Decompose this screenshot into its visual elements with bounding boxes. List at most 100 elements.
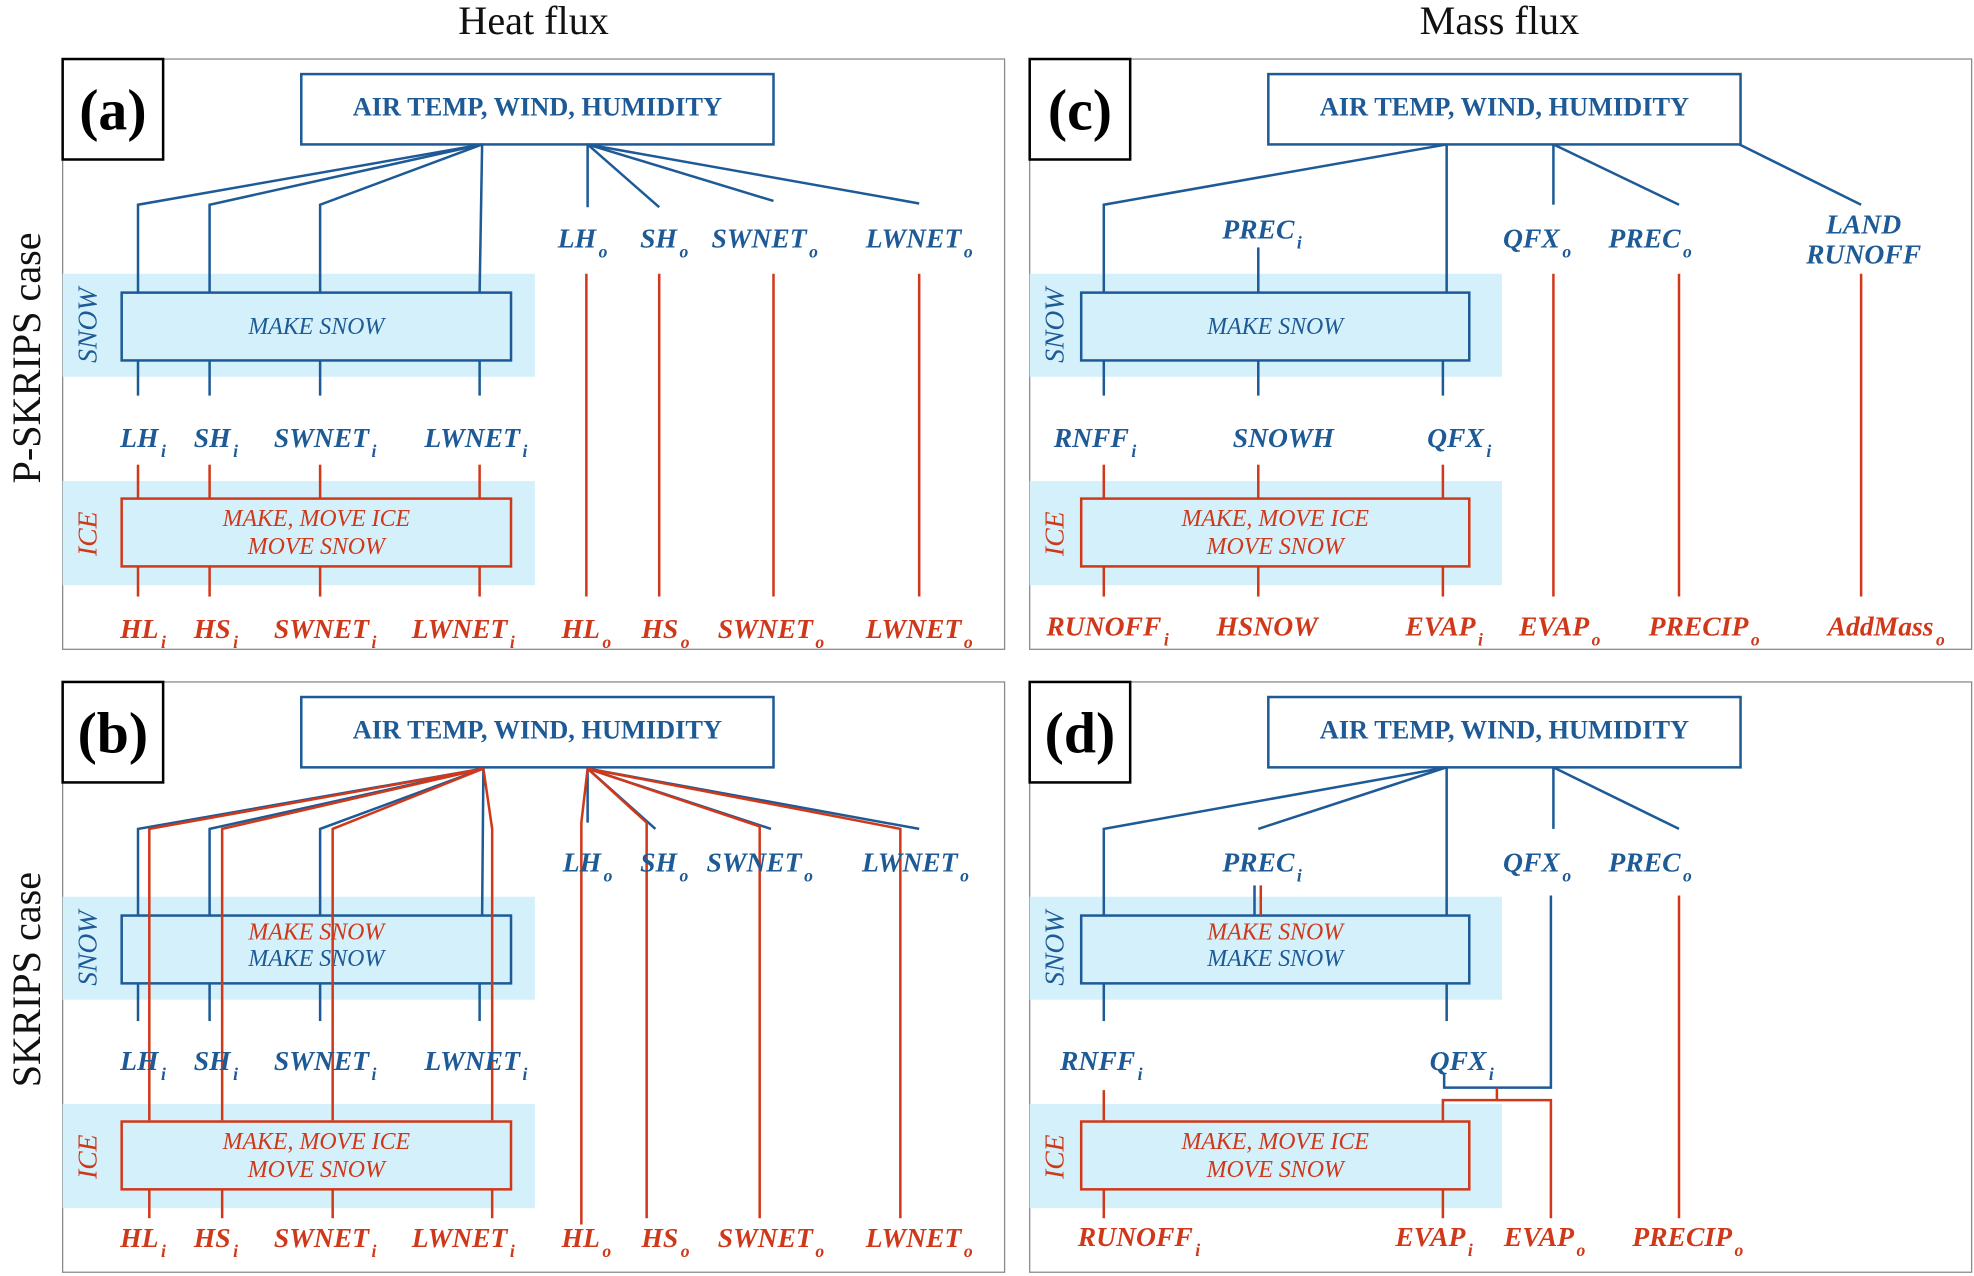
snow-layer-label: SNOW: [72, 285, 103, 363]
flux-line: [148, 767, 484, 1121]
ice-box: [120, 497, 513, 568]
panel-label-box: [61, 680, 165, 784]
flux-line: [587, 143, 920, 205]
ice-box-text: MAKE, MOVE ICE: [1180, 1129, 1369, 1155]
snow-box-text: MAKE SNOW: [1206, 314, 1345, 340]
variable-label: RUNOFF: [1805, 239, 1921, 270]
flux-line: [580, 768, 589, 1225]
ice-box: [120, 1120, 513, 1191]
ice-layer-label: ICE: [1039, 511, 1070, 557]
panel-label-box: [61, 57, 165, 161]
flux-line: [587, 143, 774, 203]
forcing-box: [1267, 72, 1742, 146]
ice-box-text: MOVE SNOW: [247, 1157, 387, 1183]
flux-line: [586, 767, 648, 1219]
ice-layer-label: ICE: [72, 1134, 103, 1180]
ice-layer-label: ICE: [1039, 1134, 1070, 1180]
flux-line: [136, 143, 483, 293]
make-snow-box: [120, 291, 513, 362]
forcing-label: AIR TEMP, WIND, HUMIDITY: [353, 93, 722, 122]
make-snow-box: [1079, 291, 1471, 362]
snow-box-text: MAKE SNOW: [247, 314, 386, 340]
panel-label: (a): [79, 79, 146, 142]
snow-box-text: MAKE SNOW: [1206, 919, 1345, 945]
forcing-box: [300, 72, 775, 146]
forcing-label: AIR TEMP, WIND, HUMIDITY: [1320, 93, 1689, 122]
ice-layer-label: ICE: [72, 511, 103, 557]
make-snow-box: [120, 914, 513, 985]
make-snow-box: [1079, 914, 1471, 985]
flux-line: [1257, 766, 1448, 831]
ice-box-text: MAKE, MOVE ICE: [222, 1129, 411, 1155]
flux-line: [1102, 766, 1447, 916]
flux-line: [318, 143, 483, 293]
forcing-label: AIR TEMP, WIND, HUMIDITY: [353, 715, 722, 744]
snow-layer-label: SNOW: [72, 908, 103, 986]
row-title-p-skrips: P-SKRIPS case: [4, 232, 49, 483]
flux-line: [480, 768, 485, 916]
panel-label: (c): [1048, 79, 1112, 142]
ice-box: [1079, 497, 1471, 568]
ice-box-text: MOVE SNOW: [1206, 534, 1346, 560]
column-title-heat: Heat flux: [458, 0, 609, 43]
flux-line: [1441, 1098, 1553, 1219]
row-title-skrips: SKRIPS case: [4, 872, 49, 1087]
variable-label: LAND: [1825, 209, 1901, 240]
flux-line: [208, 143, 483, 293]
flux-line: [1738, 143, 1862, 206]
panel-label-box: [1028, 680, 1132, 784]
variable-label: HSNOW: [1215, 610, 1320, 641]
flux-line: [587, 767, 761, 1219]
ice-box-text: MAKE, MOVE ICE: [1180, 506, 1369, 532]
flux-line: [478, 144, 484, 293]
flux-line: [1552, 766, 1680, 831]
ice-box-text: MAKE, MOVE ICE: [222, 506, 411, 532]
ice-box-text: MOVE SNOW: [247, 534, 387, 560]
snow-layer-label: SNOW: [1039, 908, 1070, 986]
snow-box-text: MAKE SNOW: [1206, 946, 1345, 972]
